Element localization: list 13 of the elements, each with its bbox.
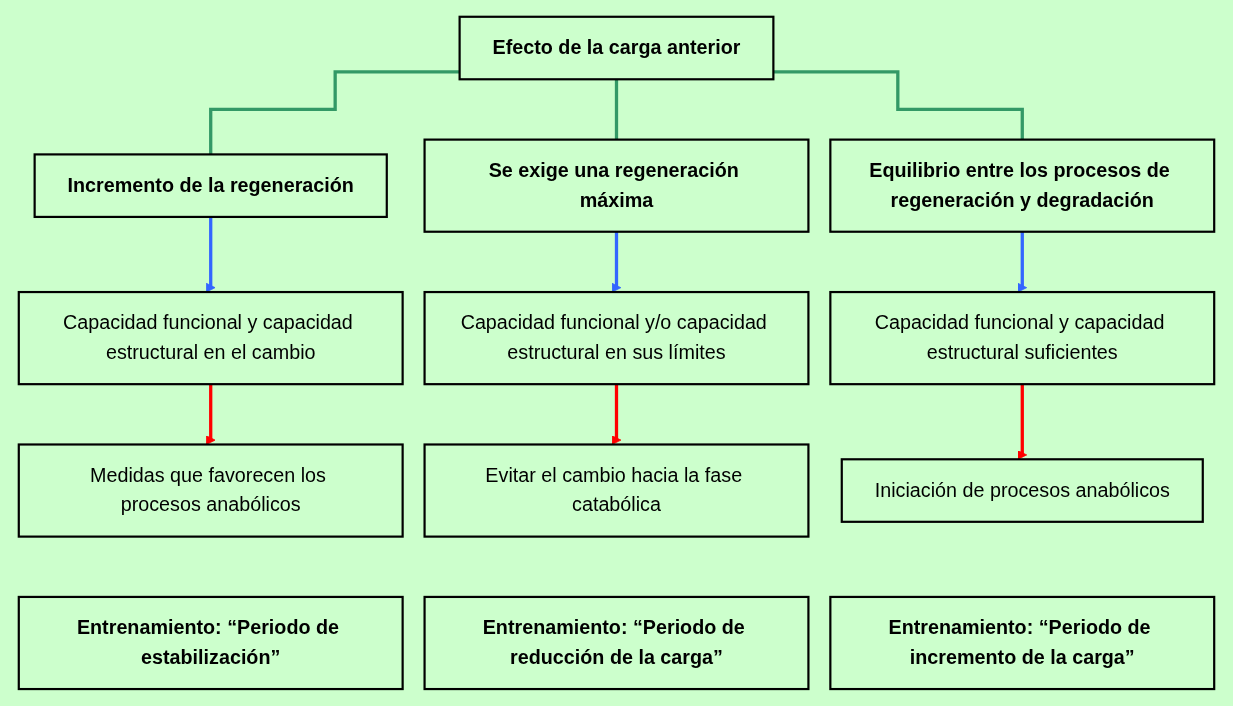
node-box: Entrenamiento: “Periodo de estabilización” [17, 595, 404, 691]
node-box: Entrenamiento: “Periodo de reducción de la carga” [423, 595, 810, 691]
node-box: Evitar el cambio hacia la fase catabólica [423, 443, 810, 538]
node-box: Incremento de la regeneración [33, 153, 388, 219]
node-box: Se exige una regeneración máxima [423, 138, 810, 233]
node-box: Iniciación de procesos anabólicos [840, 458, 1204, 523]
node-box: Capacidad funcional y capacidad estructural en el cambio [17, 291, 404, 386]
node-box: Capacidad funcional y/o capacidad estructural en sus límites [423, 291, 810, 386]
node-box: Efecto de la carga anterior [458, 15, 775, 81]
node-box: Capacidad funcional y capacidad estructural suficientes [829, 291, 1216, 386]
node-box: Entrenamiento: “Periodo de incremento de la carga” [829, 595, 1216, 691]
node-box: Equilibrio entre los procesos de regeneración y degradación [829, 138, 1216, 233]
node-box: Medidas que favorecen los procesos anabólicos [17, 443, 404, 538]
